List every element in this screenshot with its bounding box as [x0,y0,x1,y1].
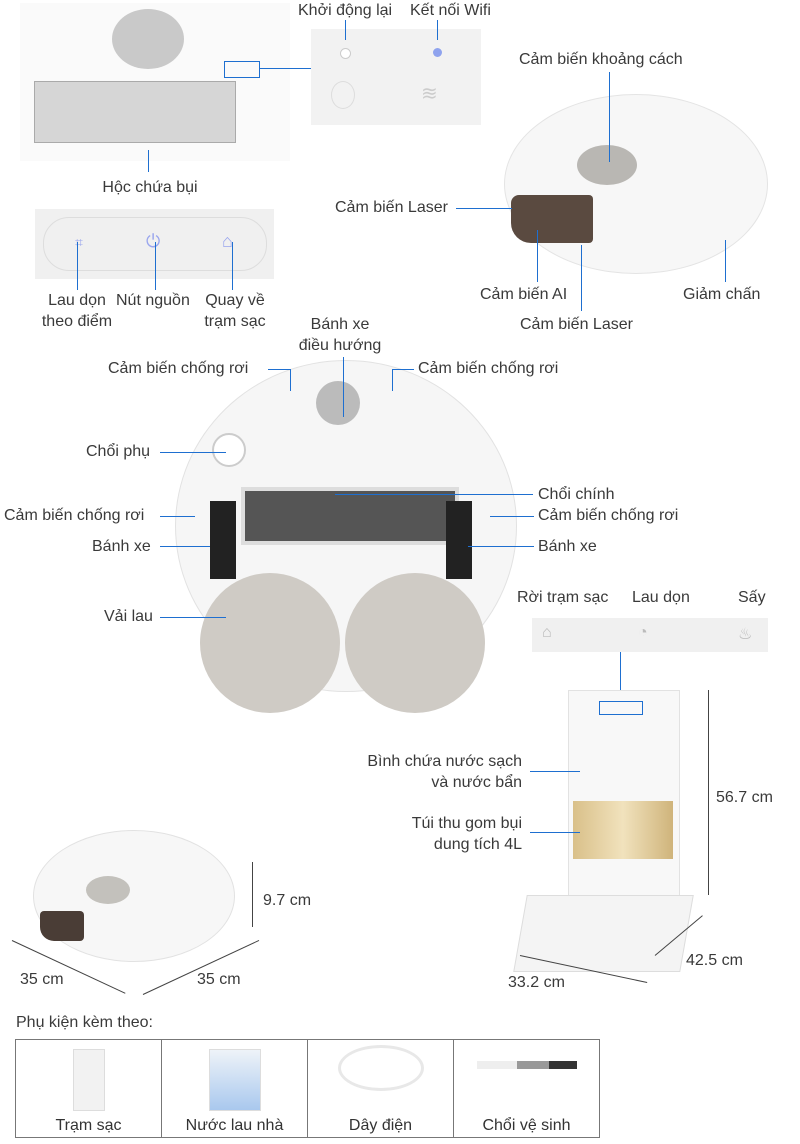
accessories-table: Trạm sạc Nước lau nhà Dây điện Chổi vệ s… [15,1039,600,1138]
wifi-icon: ≋ [421,83,438,105]
dock-width-label: 33.2 cm [508,974,565,991]
dry-label: Sấy [738,589,766,606]
dust-bin-body [34,81,236,143]
nav-wheel-label-2: điều hướng [298,337,382,354]
power-label: Nút nguồn [116,292,190,309]
dust-bin-label: Hộc chứa bụi [102,179,198,196]
nav-wheel [316,381,360,425]
right-wheel [446,501,472,579]
mop-label: Vải lau [104,608,153,625]
bumper-label: Giảm chấn [683,286,761,303]
lidar-cap-small [86,876,130,904]
spot-clean-label-1: Lau dọn [48,292,106,309]
dust-bin-photo [20,3,290,161]
right-mop [345,573,485,713]
spot-clean-label-2: theo điểm [41,313,113,330]
dock-clean-label: Lau dọn [632,589,690,606]
cliff-sensor-tl-label: Cảm biến chống rơi [108,360,249,377]
spot-clean-icon[interactable]: ⌗ [75,234,83,250]
robot-top-photo [504,94,768,274]
accessory-cleaning-brush: Chổi vệ sinh [453,1039,600,1138]
dock-buttons-panel: ⌂ ◔ ♨ [532,618,768,652]
cleaning-brush-thumbnail [476,1061,577,1069]
lidar-turret [577,145,637,185]
dry-icon[interactable]: ♨ [738,626,753,643]
cliff-sensor-mr-label: Cảm biến chống rơi [538,507,679,524]
accessory-label: Dây điện [348,1117,413,1134]
front-window-small [40,911,84,941]
return-dock-label-1: Quay về [205,292,265,309]
clean-icon[interactable]: ◔ [638,624,648,641]
nav-wheel-label-1: Bánh xe [310,316,370,333]
lidar-cap [112,9,184,69]
robot-height-label: 9.7 cm [263,892,312,909]
power-icon[interactable]: ⏻ [146,231,161,251]
restart-icon [331,81,355,109]
laser-sensor-left-label: Cảm biến Laser [335,199,448,216]
dock-depth-label: 42.5 cm [686,952,743,969]
cleaner-bottle-thumbnail [208,1049,261,1111]
main-brush-label: Chổi chính [538,486,615,503]
side-brush-label: Chổi phụ [86,443,151,460]
restart-label: Khởi động lại [298,2,393,19]
accessory-dock: Trạm sạc [15,1039,162,1138]
distance-sensor-label: Cảm biến khoảng cách [519,51,683,68]
left-mop [200,573,340,713]
side-brush [212,433,246,467]
wheel-left-label: Bánh xe [92,538,151,555]
dust-bag-label-1: Túi thu gom bụi [411,815,522,832]
dock-photo [568,690,680,902]
water-tanks-label-1: Bình chứa nước sạch [367,753,522,770]
wifi-led [433,48,442,57]
return-dock-label-2: trạm sạc [204,313,266,330]
leave-dock-label: Rời trạm sạc [517,589,609,606]
accessory-power-cord: Dây điện [307,1039,454,1138]
water-tanks-label-2: và nước bẩn [431,774,522,791]
accessory-floor-cleaner: Nước lau nhà [161,1039,308,1138]
dock-thumbnail [72,1049,105,1111]
accessory-label: Nước lau nhà [185,1117,284,1134]
robot-width-label: 35 cm [20,971,64,988]
dock-highlight [599,701,643,715]
accessory-label: Chổi vệ sinh [482,1117,571,1134]
dock-height-label: 56.7 cm [716,789,773,806]
dust-bag-label-2: dung tích 4L [433,836,522,853]
accessory-label: Trạm sạc [55,1117,122,1134]
robot-depth-label: 35 cm [197,971,241,988]
wheel-right-label: Bánh xe [538,538,597,555]
laser-sensor-bottom-label: Cảm biến Laser [520,316,633,333]
left-wheel [210,501,236,579]
control-buttons-panel: ⌗ ⏻ ⌂ [35,209,274,279]
accessories-title: Phụ kiện kèm theo: [16,1014,153,1031]
robot-side-photo [33,830,235,962]
ai-sensor-label: Cảm biến AI [480,286,568,303]
front-sensor-window [511,195,593,243]
leave-dock-icon[interactable]: ⌂ [542,624,552,641]
button-highlight [224,61,260,78]
dust-bag-panel [573,801,673,859]
cliff-sensor-ml-label: Cảm biến chống rơi [4,507,145,524]
home-icon[interactable]: ⌂ [222,231,233,251]
restart-wifi-panel: ≋ [311,29,481,125]
wifi-label: Kết nối Wifi [410,2,491,19]
restart-button[interactable] [340,48,351,59]
main-brush [241,487,459,545]
cliff-sensor-tr-label: Cảm biến chống rơi [418,360,559,377]
power-cord-thumbnail [337,1045,424,1091]
